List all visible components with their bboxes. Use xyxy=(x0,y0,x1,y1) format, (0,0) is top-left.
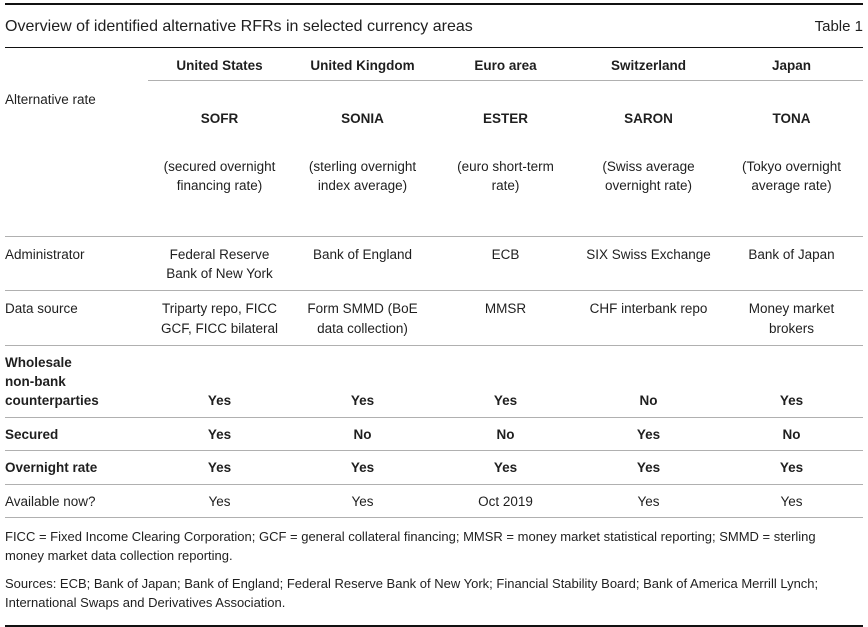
rate-description: (euro short-term rate) xyxy=(457,158,554,193)
table-cell: No xyxy=(291,417,434,452)
abbreviations-note: FICC = Fixed Income Clearing Corporation… xyxy=(5,528,816,563)
rfr-table: United States United Kingdom Euro area S… xyxy=(5,48,863,518)
corner-cell xyxy=(5,48,148,81)
table-cell: No xyxy=(577,345,720,419)
table-cell: Triparty repo, FICC GCF, FICC bilateral xyxy=(148,290,291,346)
table-cell: Yes xyxy=(720,484,863,518)
table-cell: MMSR xyxy=(434,290,577,346)
table-cell: Federal Reserve Bank of New York xyxy=(148,236,291,292)
table-cell: Yes xyxy=(434,450,577,485)
row-data-source: Data source Triparty repo, FICC GCF, FIC… xyxy=(5,290,863,346)
row-wholesale-counterparties: Wholesale non-bank counterparties Yes Ye… xyxy=(5,345,863,419)
table-cell: No xyxy=(434,417,577,452)
table-cell: CHF interbank repo xyxy=(577,290,720,346)
column-header-japan: Japan xyxy=(720,48,863,82)
table-cell: Form SMMD (BoE data collection) xyxy=(291,290,434,346)
title-rule xyxy=(5,47,863,48)
table-cell: Yes xyxy=(720,450,863,485)
table-cell: Yes xyxy=(148,484,291,518)
table-cell: Bank of England xyxy=(291,236,434,292)
table-cell: ESTER (euro short-term rate) xyxy=(434,80,577,238)
column-header-euro-area: Euro area xyxy=(434,48,577,82)
table-cell: Yes xyxy=(291,484,434,518)
rate-name: SONIA xyxy=(341,111,384,127)
table-cell: SARON (Swiss average overnight rate) xyxy=(577,80,720,238)
rate-description: (Tokyo overnight average rate) xyxy=(741,158,842,193)
rate-name: TONA xyxy=(772,111,811,127)
table-cell: Yes xyxy=(291,450,434,485)
row-administrator: Administrator Federal Reserve Bank of Ne… xyxy=(5,236,863,292)
row-alternative-rate: Alternative rate SOFR (secured overnight… xyxy=(5,80,863,238)
table-cell: Yes xyxy=(291,345,434,419)
table-cell: SONIA (sterling overnight index average) xyxy=(291,80,434,238)
row-label: Secured xyxy=(5,417,148,452)
table-cell: Yes xyxy=(577,484,720,518)
column-header-united-states: United States xyxy=(148,48,291,82)
column-header-united-kingdom: United Kingdom xyxy=(291,48,434,82)
row-available-now: Available now? Yes Yes Oct 2019 Yes Yes xyxy=(5,484,863,518)
row-label: Alternative rate xyxy=(5,80,148,238)
table-cell: SOFR (secured overnight financing rate) xyxy=(148,80,291,238)
table-cell: Money market brokers xyxy=(720,290,863,346)
row-overnight-rate: Overnight rate Yes Yes Yes Yes Yes xyxy=(5,450,863,485)
rate-name: ESTER xyxy=(482,111,528,127)
table-cell: TONA (Tokyo overnight average rate) xyxy=(720,80,863,238)
row-label: Overnight rate xyxy=(5,450,148,485)
table-cell: Oct 2019 xyxy=(434,484,577,518)
rate-description: (secured overnight financing rate) xyxy=(163,158,276,193)
sources-note: Sources: ECB; Bank of Japan; Bank of Eng… xyxy=(5,576,819,611)
row-secured: Secured Yes No No Yes No xyxy=(5,417,863,452)
table-cell: No xyxy=(720,417,863,452)
table-cell: Yes xyxy=(577,450,720,485)
column-header-switzerland: Switzerland xyxy=(577,48,720,82)
table-cell: Yes xyxy=(148,345,291,419)
row-label: Administrator xyxy=(5,236,148,292)
table-cell: Yes xyxy=(720,345,863,419)
table-cell: Yes xyxy=(148,417,291,452)
table-cell: ECB xyxy=(434,236,577,292)
rate-description: (Swiss average overnight rate) xyxy=(602,158,695,193)
table-cell: Yes xyxy=(434,345,577,419)
top-rule xyxy=(5,3,863,5)
row-label: Available now? xyxy=(5,484,148,518)
rate-description: (sterling overnight index average) xyxy=(308,158,417,193)
row-label: Wholesale non-bank counterparties xyxy=(5,345,148,419)
header-row: United States United Kingdom Euro area S… xyxy=(5,48,863,82)
rate-name: SARON xyxy=(624,111,673,127)
rate-name: SOFR xyxy=(200,111,239,127)
table-cell: Yes xyxy=(577,417,720,452)
title-bar: Overview of identified alternative RFRs … xyxy=(5,5,863,47)
table-cell: SIX Swiss Exchange xyxy=(577,236,720,292)
table-cell: Bank of Japan xyxy=(720,236,863,292)
table-cell: Yes xyxy=(148,450,291,485)
row-label: Data source xyxy=(5,290,148,346)
table-title: Overview of identified alternative RFRs … xyxy=(5,18,473,35)
table-number: Table 1 xyxy=(814,18,863,35)
